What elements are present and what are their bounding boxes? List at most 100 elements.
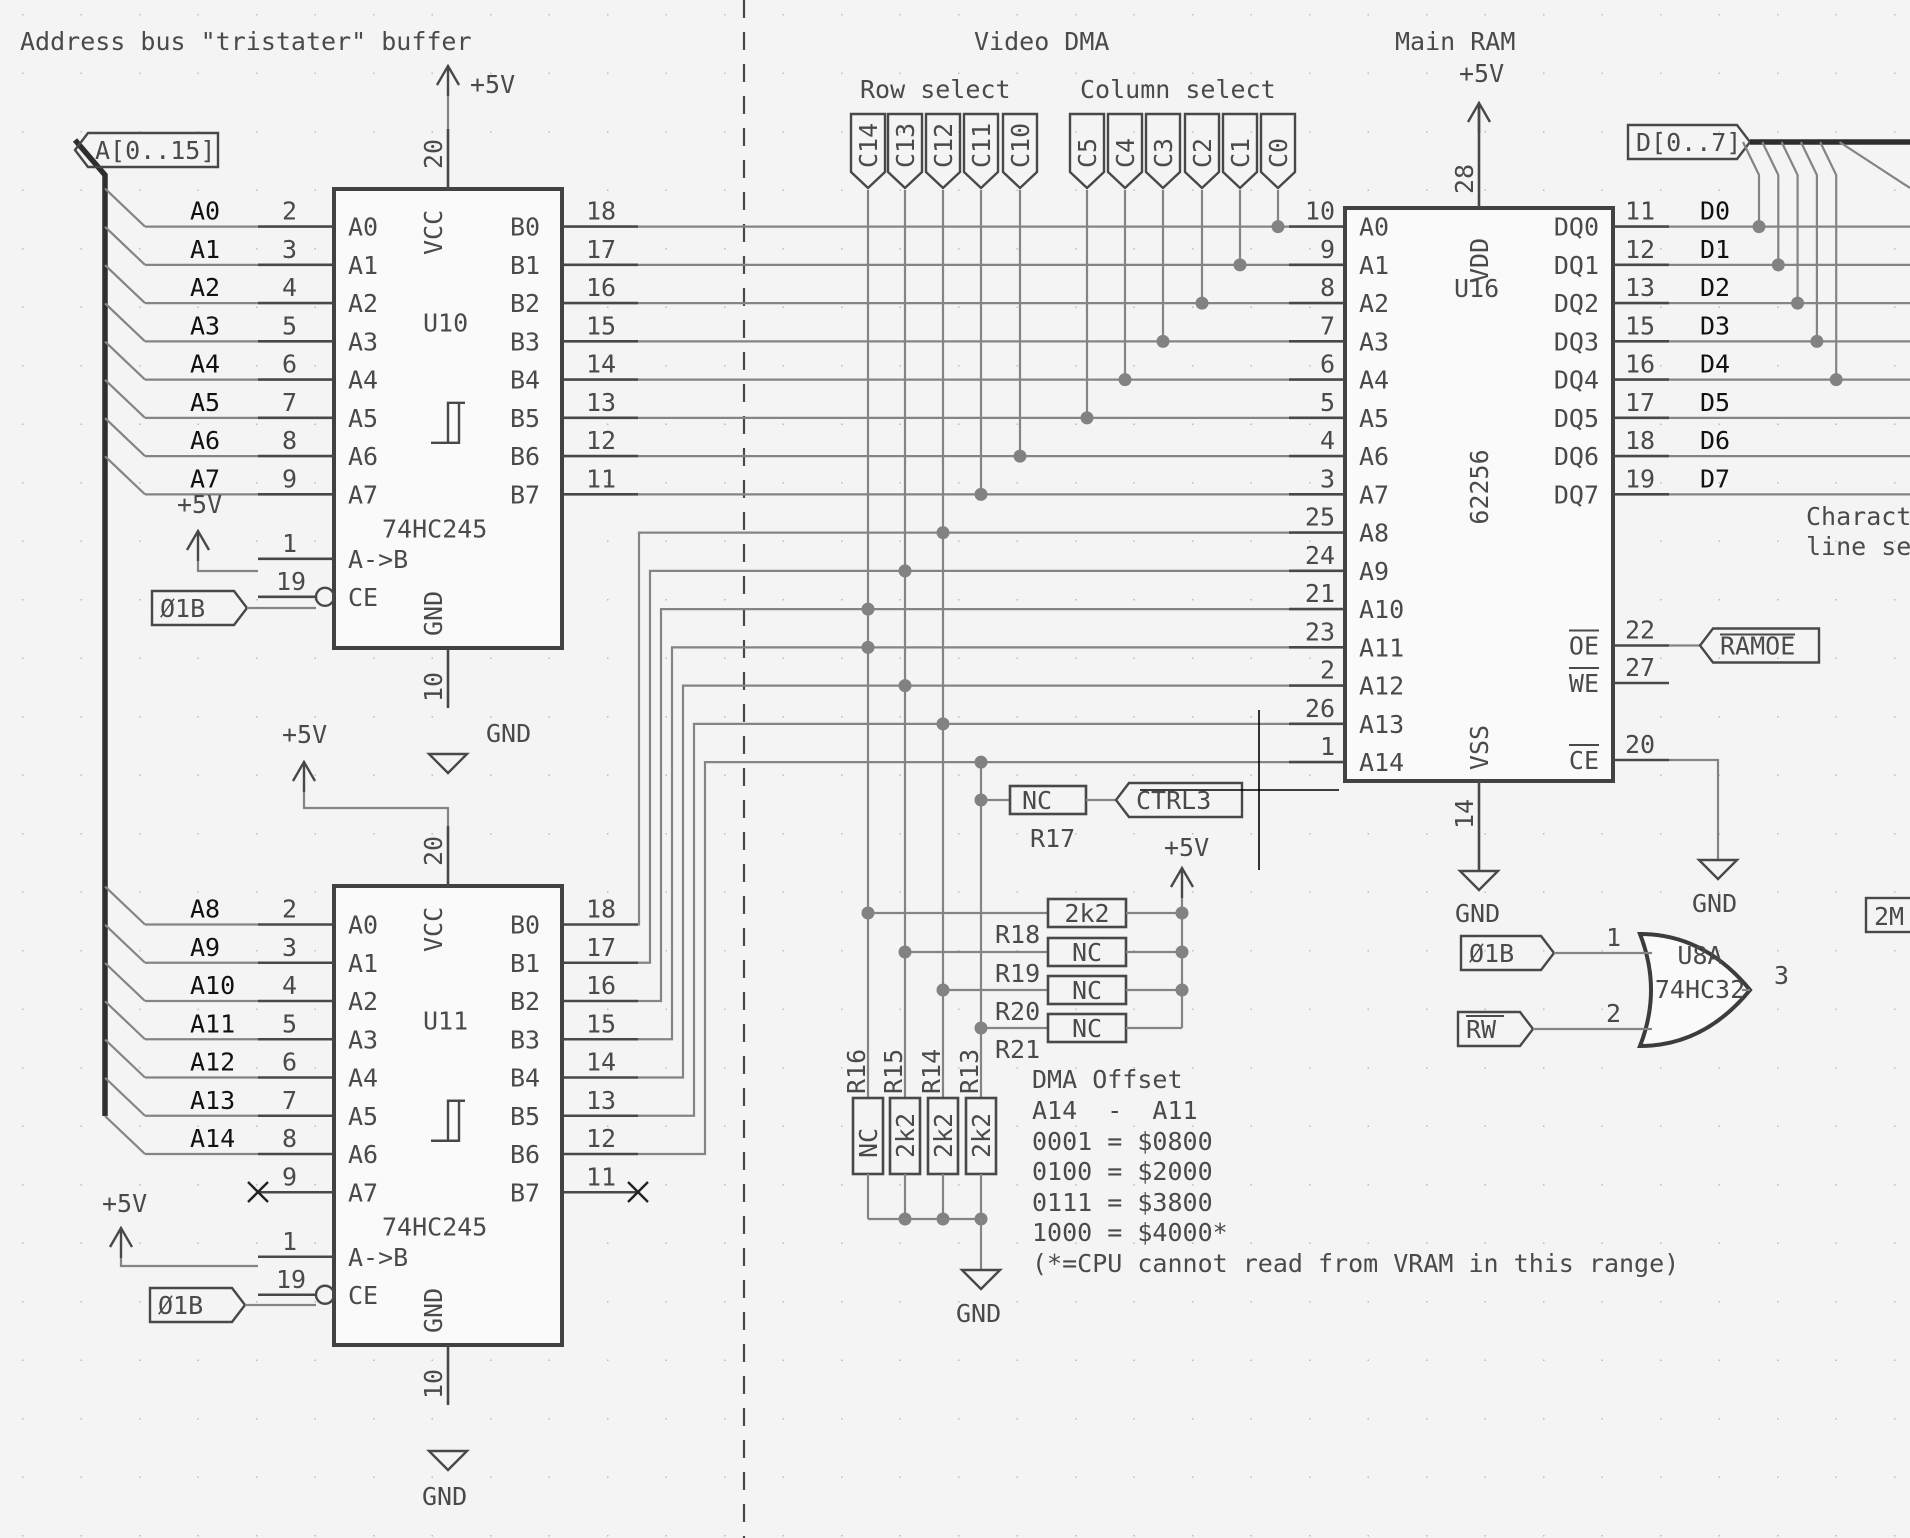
grid-dot: [958, 131, 960, 133]
mouse-crosshair-cursor: [1140, 710, 1339, 870]
u10-ce-net-label[interactable]: [150, 589, 249, 627]
column-select-label-c1[interactable]: [1221, 112, 1259, 190]
u8a-in1-net-label[interactable]: [1459, 934, 1556, 972]
column-select-label-c4[interactable]: [1106, 112, 1144, 190]
bus-entry[interactable]: [104, 264, 146, 304]
u10-pin-number: 8: [282, 426, 297, 455]
data-bus-entry[interactable]: [1838, 141, 1910, 189]
bus-entry[interactable]: [104, 1000, 146, 1041]
grid-dot: [80, 950, 82, 952]
data-bus-entry[interactable]: [1761, 141, 1780, 265]
grid-dot: [1250, 189, 1252, 191]
u11-pin-number: 8: [282, 1124, 297, 1153]
grid-dot: [665, 189, 667, 191]
data-bus-entry[interactable]: [1799, 141, 1819, 342]
grid-dot: [607, 14, 609, 16]
bus-entry[interactable]: [104, 417, 146, 457]
grid-dot: [22, 891, 24, 893]
address-bus-line[interactable]: [72, 138, 108, 1116]
bus-entry[interactable]: [104, 226, 146, 266]
grid-dot: [1718, 891, 1720, 893]
data-bus-entry[interactable]: [1742, 141, 1761, 227]
grid-dot: [80, 716, 82, 718]
bus-entry[interactable]: [104, 1076, 146, 1117]
bus-entry[interactable]: [104, 187, 146, 228]
grid-dot: [314, 716, 316, 718]
grid-dot: [841, 1418, 843, 1420]
grid-dot: [841, 1301, 843, 1303]
column-select-label-c3[interactable]: [1144, 112, 1182, 190]
grid-dot: [1777, 14, 1779, 16]
address-wire[interactable]: [638, 646, 1289, 1041]
data-bus-label[interactable]: [1626, 123, 1752, 161]
column-select-label-c1-text: C1: [1226, 138, 1255, 168]
row-select-label-c10[interactable]: [1001, 112, 1039, 190]
column-select-label-c5[interactable]: [1068, 112, 1106, 190]
data-bus-entry[interactable]: [1780, 141, 1799, 304]
ce-wire[interactable]: [1669, 758, 1720, 860]
u10-net-label: A5: [190, 388, 220, 417]
grid-dot: [1367, 1008, 1369, 1010]
ramoe-net-label[interactable]: [1698, 627, 1821, 664]
u11-pin-number: 5: [282, 1009, 297, 1038]
u16-pin-number: 17: [1625, 388, 1655, 417]
grid-dot: [80, 248, 82, 250]
data-net-label: D5: [1700, 388, 1730, 417]
row-select-label-c13[interactable]: [886, 112, 924, 190]
grid-dot: [1835, 599, 1837, 601]
address-wire[interactable]: [638, 569, 1289, 964]
grid-dot: [1777, 1418, 1779, 1420]
grid-dot: [1835, 1008, 1837, 1010]
address-wire[interactable]: [638, 607, 1289, 1003]
ctrl3-net-label[interactable]: [1114, 781, 1244, 819]
row-select-label-c12[interactable]: [924, 112, 962, 190]
pullup-value: NC: [1072, 1014, 1102, 1043]
power-wire[interactable]: [302, 792, 450, 826]
bus-entry[interactable]: [104, 379, 146, 419]
u8a-part: 74HC32: [1655, 975, 1745, 1004]
data-net-label: D1: [1700, 235, 1730, 264]
grid-dot: [1192, 423, 1194, 425]
address-wire[interactable]: [638, 760, 1289, 1156]
2m-label-box[interactable]: [1864, 896, 1910, 934]
bus-entry[interactable]: [104, 923, 146, 964]
row-select-label-c14[interactable]: [849, 112, 887, 190]
bus-entry[interactable]: [104, 340, 146, 381]
grid-dot: [1250, 72, 1252, 74]
u11-pin-number: 17: [586, 933, 616, 962]
column-select-label-c0[interactable]: [1259, 112, 1297, 190]
grid-dot: [782, 891, 784, 893]
grid-dot: [1835, 1067, 1837, 1069]
u11-net-label: A10: [190, 971, 235, 1000]
u8a-in2-net-label[interactable]: [1456, 1010, 1535, 1048]
address-bus-label[interactable]: [73, 131, 220, 169]
bus-entry[interactable]: [104, 962, 146, 1002]
bus-entry[interactable]: [104, 885, 146, 926]
address-wire[interactable]: [638, 722, 1289, 1117]
grid-dot: [1426, 72, 1428, 74]
bus-entry[interactable]: [104, 1038, 146, 1079]
dir-wire[interactable]: [196, 561, 258, 573]
grid-dot: [197, 482, 199, 484]
data-bus-entry[interactable]: [1819, 141, 1838, 380]
bus-entry[interactable]: [104, 302, 146, 343]
u11-pin-name: B1: [510, 949, 540, 978]
address-wire[interactable]: [638, 684, 1289, 1079]
grid-dot: [1426, 950, 1428, 952]
bus-entry[interactable]: [104, 1115, 146, 1155]
grid-dot: [197, 1125, 199, 1127]
grid-dot: [1543, 833, 1545, 835]
u8a-or-gate[interactable]: [1637, 931, 1753, 1049]
junction-dot: [936, 717, 950, 731]
grid-dot: [1309, 1359, 1311, 1361]
grid-dot: [1075, 1301, 1077, 1303]
row-select-label-c11[interactable]: [962, 112, 1000, 190]
u11-ce-net-label[interactable]: [148, 1286, 247, 1324]
grid-dot: [958, 599, 960, 601]
column-select-label-c2[interactable]: [1183, 112, 1221, 190]
dir-wire[interactable]: [119, 1258, 258, 1268]
grid-dot: [1660, 599, 1662, 601]
address-wire[interactable]: [637, 531, 1289, 926]
bus-entry[interactable]: [104, 455, 146, 496]
